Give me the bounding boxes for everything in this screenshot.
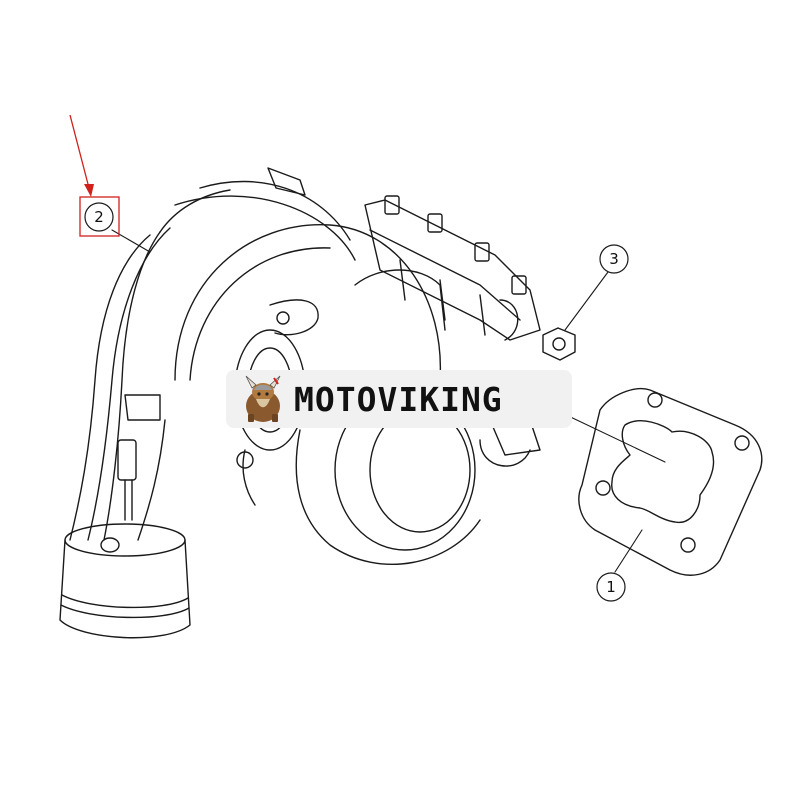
callout-label-2: 2 [94,208,104,226]
leader-line-3 [564,271,609,331]
watermark-banner: MOTOVIKING [226,370,572,428]
leader-lines [111,229,666,573]
watermark-text: MOTOVIKING [294,379,503,419]
highlight-box [79,196,120,237]
callout-2: 2 [84,202,114,232]
callout-label-3: 3 [609,250,619,268]
turbine-inlet-flange [364,195,541,467]
nut-part-3 [542,327,576,361]
leader-line-1 [614,529,643,573]
callout-label-1: 1 [606,578,616,596]
viking-logo-icon [245,375,281,422]
highlight-arrow [69,114,94,197]
leader-line-2 [111,229,151,253]
callout-3: 3 [599,244,629,274]
callout-1: 1 [596,572,626,602]
leader-line-gasket [559,411,666,463]
gasket-part-1 [578,388,763,576]
compressor-housing [59,167,356,639]
